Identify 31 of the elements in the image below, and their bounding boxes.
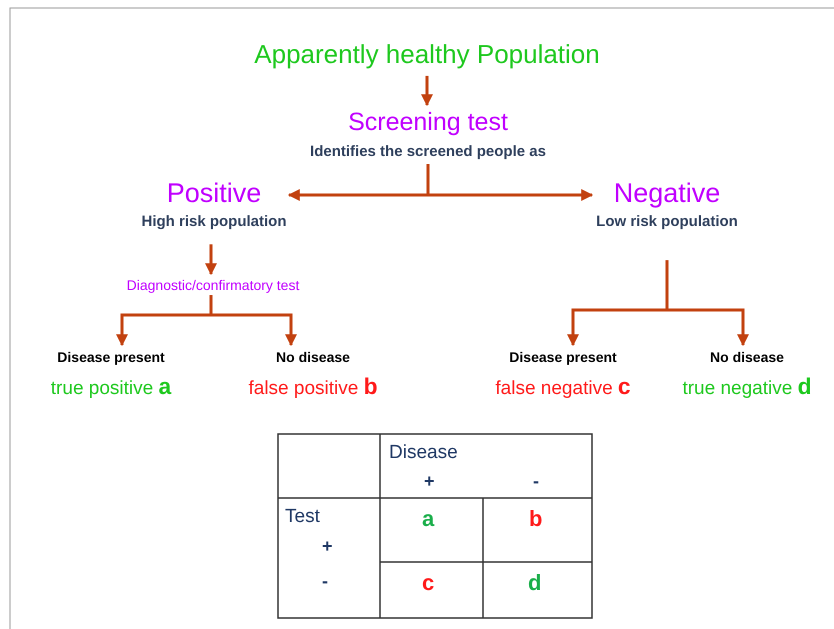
node-heading: Disease present — [509, 349, 617, 366]
table-cell-letter: d — [528, 572, 542, 594]
table-cell-letter: c — [422, 572, 434, 594]
node-heading: Negative — [614, 178, 720, 210]
node-subtext: false positive b — [248, 373, 378, 400]
arrow — [210, 295, 297, 346]
table-header: - — [322, 572, 328, 590]
node-heading: Screening test — [348, 108, 508, 137]
node-text: Apparently healthy Population — [254, 40, 600, 70]
table-header: + — [322, 537, 333, 555]
node-heading: Disease present — [57, 349, 165, 366]
arrow — [205, 244, 217, 276]
table-header: Disease — [389, 443, 458, 462]
table-cell-letter: b — [529, 508, 542, 530]
node-subtext: false negative c — [495, 373, 631, 400]
node-subtext: true positive a — [50, 373, 172, 400]
node-subtext: true negative d — [682, 373, 812, 400]
table-cell-letter: a — [422, 508, 434, 530]
node-subtext: High risk population — [142, 213, 286, 230]
table-header: + — [424, 472, 435, 490]
node-subtext: Identifies the screened people as — [310, 142, 546, 160]
node-heading: No disease — [710, 349, 784, 366]
arrow — [666, 260, 749, 346]
table-header: - — [533, 472, 539, 490]
node-heading: No disease — [276, 349, 350, 366]
arrow — [426, 164, 594, 201]
table-header: Test — [285, 507, 320, 526]
arrow — [421, 76, 433, 106]
node-text: Diagnostic/confirmatory test — [126, 277, 300, 294]
node-heading: Positive — [166, 178, 262, 210]
node-subtext: Low risk population — [596, 213, 738, 230]
